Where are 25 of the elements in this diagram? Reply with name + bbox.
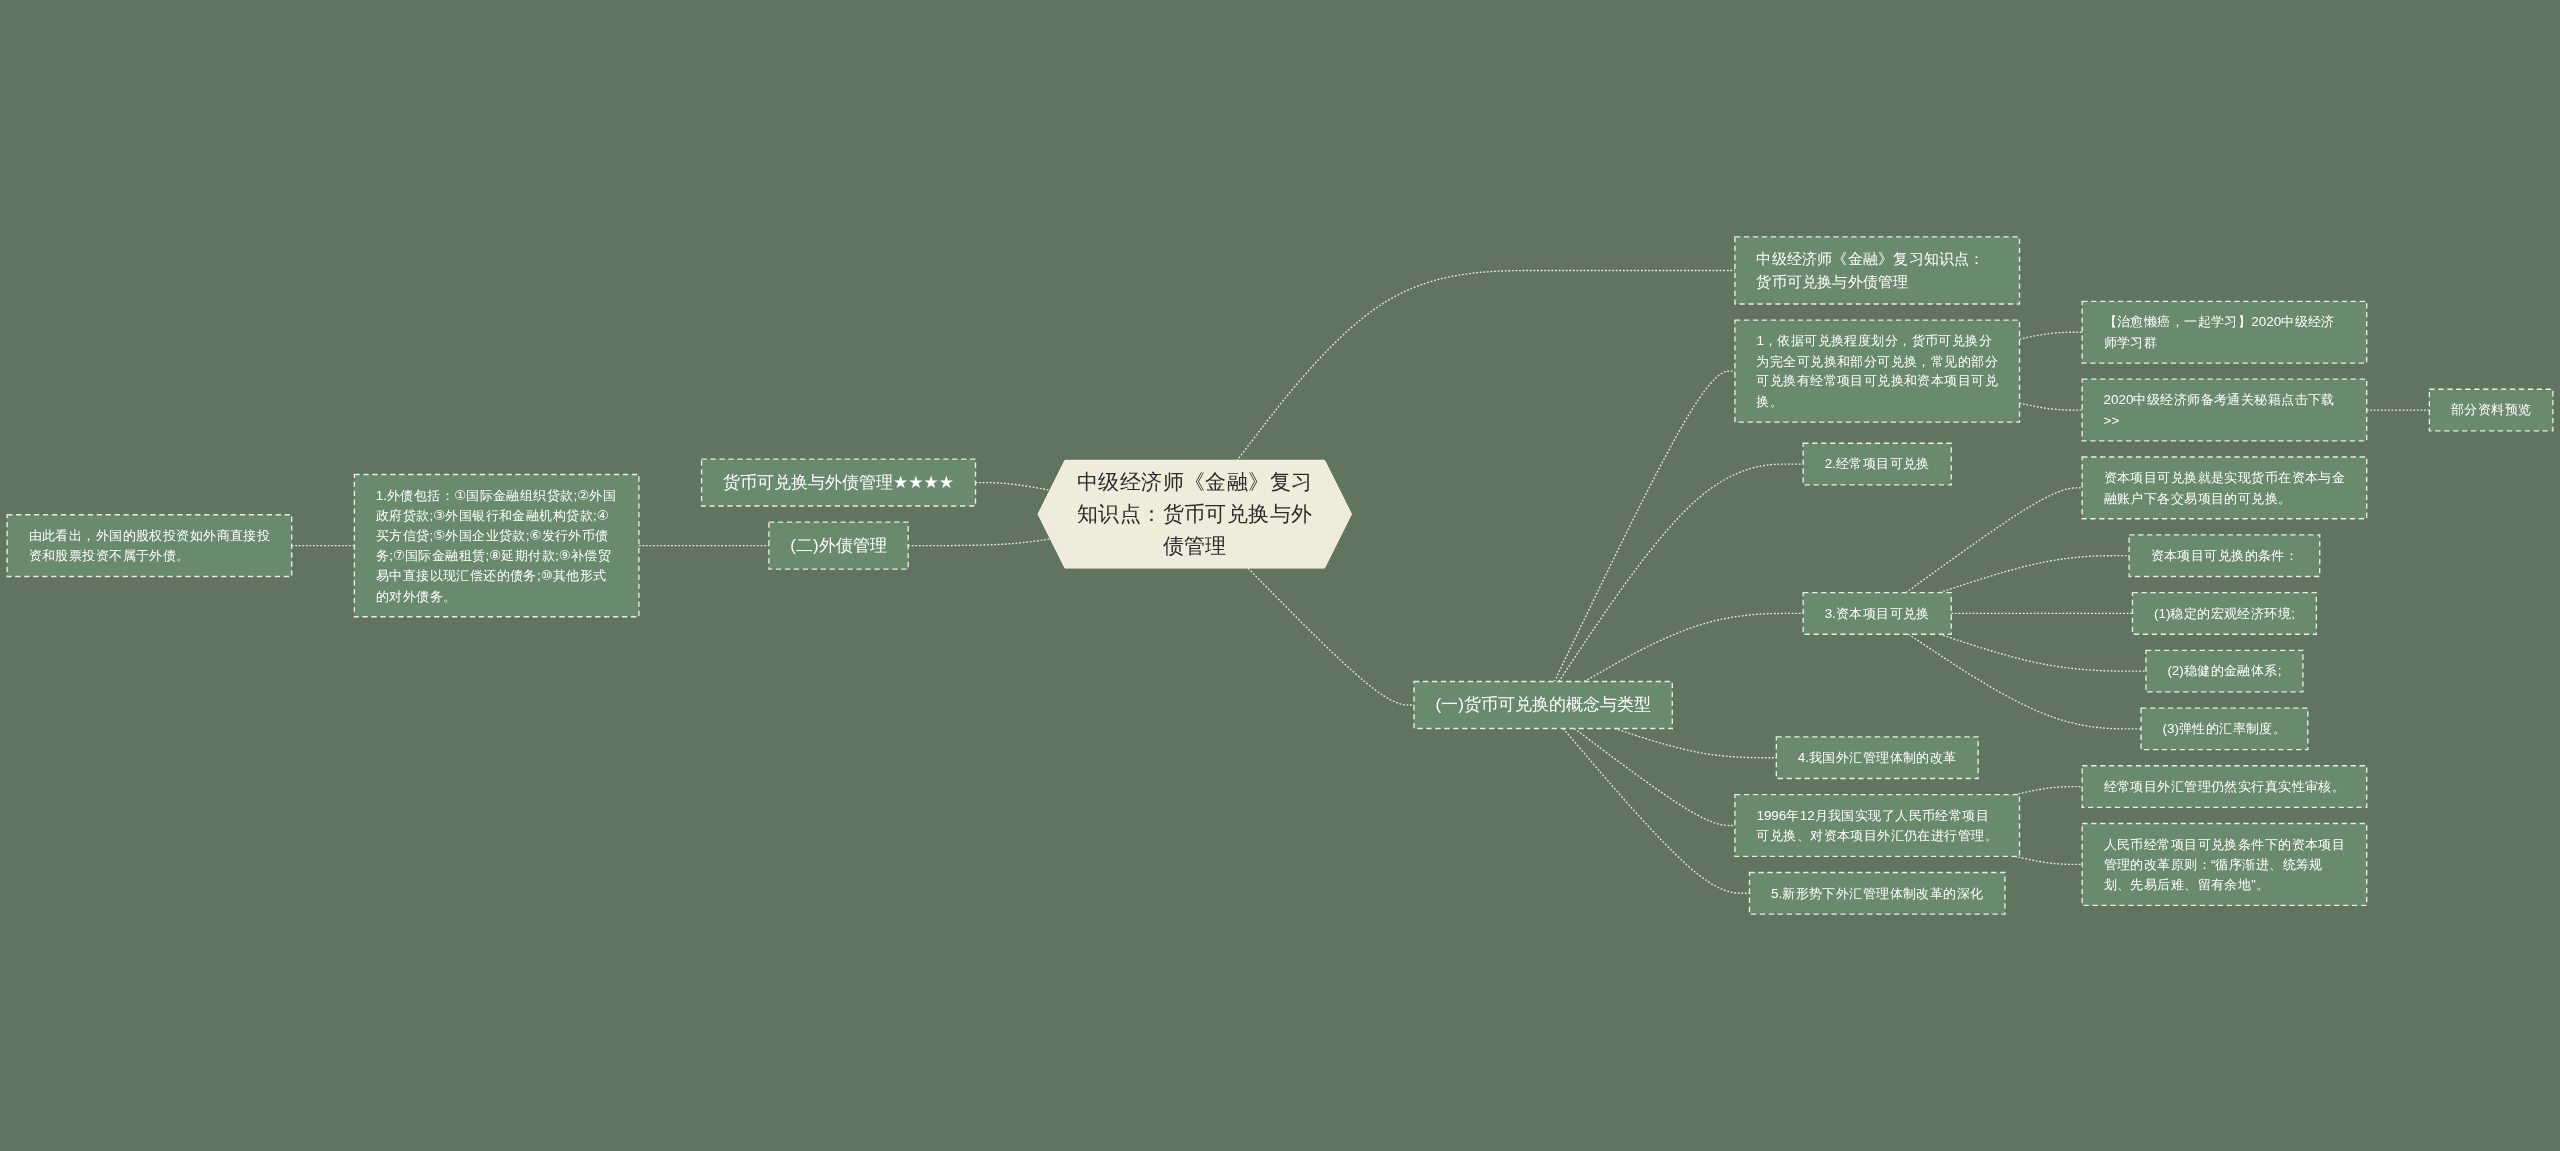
node-box: 3.资本项目可兑换 [1802,591,1952,635]
node-box: 经常项目外汇管理仍然实行真实性审核。 [2081,765,2368,809]
node-box: 人民币经常项目可兑换条件下的资本项目管理的改革原则：“循序渐进、统筹规划、先易后难、留有余地”。 [2081,822,2368,907]
node-box: 1.外债包括：①国际金融组织贷款;②外国政府贷款;③外国银行和金融机构贷款;④买方信贷;⑤外国企业贷款;⑥发行外币债务;⑦国际金融租赁;⑧延期付款;⑨补偿贸易中直接以现汇偿还的债务;⑩其他形式的对外债务。 [353,473,640,618]
connector [1905,487,2083,594]
node-box: 由此看出，外国的股权投资如外商直接投资和股票投资不属于外债。 [6,514,293,578]
node-box: 2020中级经济师备考通关秘籍点击下载>> [2081,378,2368,442]
connector [1558,463,1804,683]
node-box: (二)外债管理 [768,521,909,570]
node-box: (一)货币可兑换的概念与类型 [1413,680,1673,730]
node-box: 资本项目可兑换就是实现货币在资本与金融账户下各交易项目的可兑换。 [2081,456,2368,520]
node-box: 【治愈懒癌，一起学习】2020中级经济师学习群 [2081,300,2368,364]
node-box: 1，依据可兑换程度划分，货币可兑换分为完全可兑换和部分可兑换，常见的部分可兑换有经常项目可兑换和资本项目可兑换。 [1734,319,2021,423]
node-box: (1)稳定的宏观经济环境; [2131,591,2318,635]
node-box: 中级经济师《金融》复习知识点：货币可兑换与外债管理 [1734,236,2021,305]
node-box: (3)弹性的汇率制度。 [2140,707,2309,751]
node-box: 1996年12月我国实现了人民币经常项目可兑换、对资本项目外汇仍在进行管理。 [1734,793,2021,858]
node-box: 货币可兑换与外债管理★★★★ [700,458,977,507]
connector [1247,567,1415,706]
node-box: 2.经常项目可兑换 [1802,442,1952,486]
node-box: (2)稳健的金融体系; [2145,649,2304,693]
node-box: 5.新形势下外汇管理体制改革的深化 [1748,871,2006,915]
node-box: 资本项目可兑换的条件： [2128,534,2321,578]
node-box: 部分资料预览 [2428,388,2554,432]
node-box: 4.我国外汇管理体制的改革 [1775,736,1979,780]
